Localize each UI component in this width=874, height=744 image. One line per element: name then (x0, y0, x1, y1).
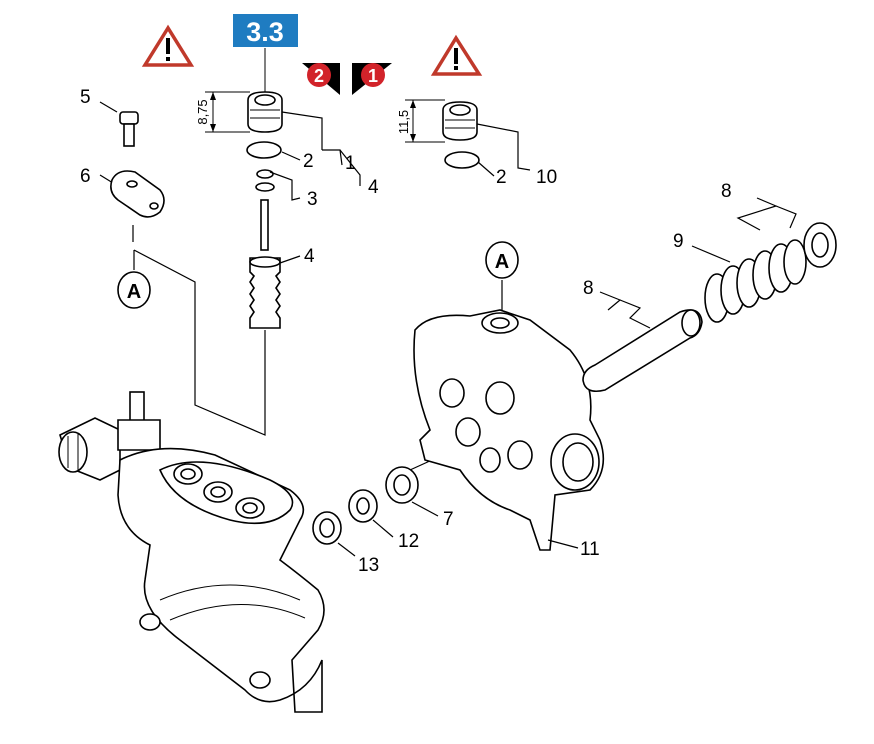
flange (99, 170, 165, 242)
part-label-8: 8 (583, 278, 594, 299)
step-badge-2-label: 2 (314, 66, 324, 86)
section-badge-label: 3.3 (246, 17, 284, 47)
valve-right (405, 99, 480, 169)
part-label-1: 1 (345, 153, 356, 174)
part-label-12: 12 (398, 531, 419, 552)
spring (704, 239, 807, 323)
part-label-6: 6 (80, 166, 91, 187)
part-label-7: 7 (443, 509, 454, 530)
pump-manifold (58, 391, 325, 713)
section-badge: 3.3 (233, 14, 298, 47)
reference-mark-label: A (127, 281, 141, 303)
reference-mark-a-right: A (485, 241, 519, 279)
part-label-8: 8 (721, 181, 732, 202)
step-badge-1-label: 1 (368, 66, 378, 86)
retainer (803, 222, 837, 268)
step-badge-2: 2 (302, 63, 340, 95)
reference-mark-label: A (495, 251, 509, 273)
part-label-13: 13 (358, 555, 379, 576)
part-label-11: 11 (580, 539, 600, 560)
seal-7 (385, 466, 439, 517)
seal-13 (312, 511, 356, 557)
seal-12 (348, 489, 394, 538)
part-label-3: 3 (307, 189, 318, 210)
part-label-10: 10 (536, 167, 557, 188)
pump-housing (413, 309, 605, 551)
step-badge-1: 1 (352, 63, 392, 95)
part-label-2: 2 (303, 151, 314, 172)
dimension-right: 11,5 (396, 110, 411, 134)
part-label-2: 2 (496, 167, 507, 188)
part-label-4: 4 (368, 177, 379, 198)
plunger (582, 309, 703, 393)
reference-mark-a-left: A (117, 271, 151, 309)
valve-left (205, 48, 283, 329)
dimension-left: 8,75 (195, 99, 210, 124)
part-label-4: 4 (304, 246, 315, 267)
warning-triangle-icon (430, 34, 483, 76)
part-label-5: 5 (80, 87, 91, 108)
screw (99, 101, 139, 147)
warning-triangle-icon (141, 24, 195, 67)
part-label-9: 9 (673, 231, 684, 252)
